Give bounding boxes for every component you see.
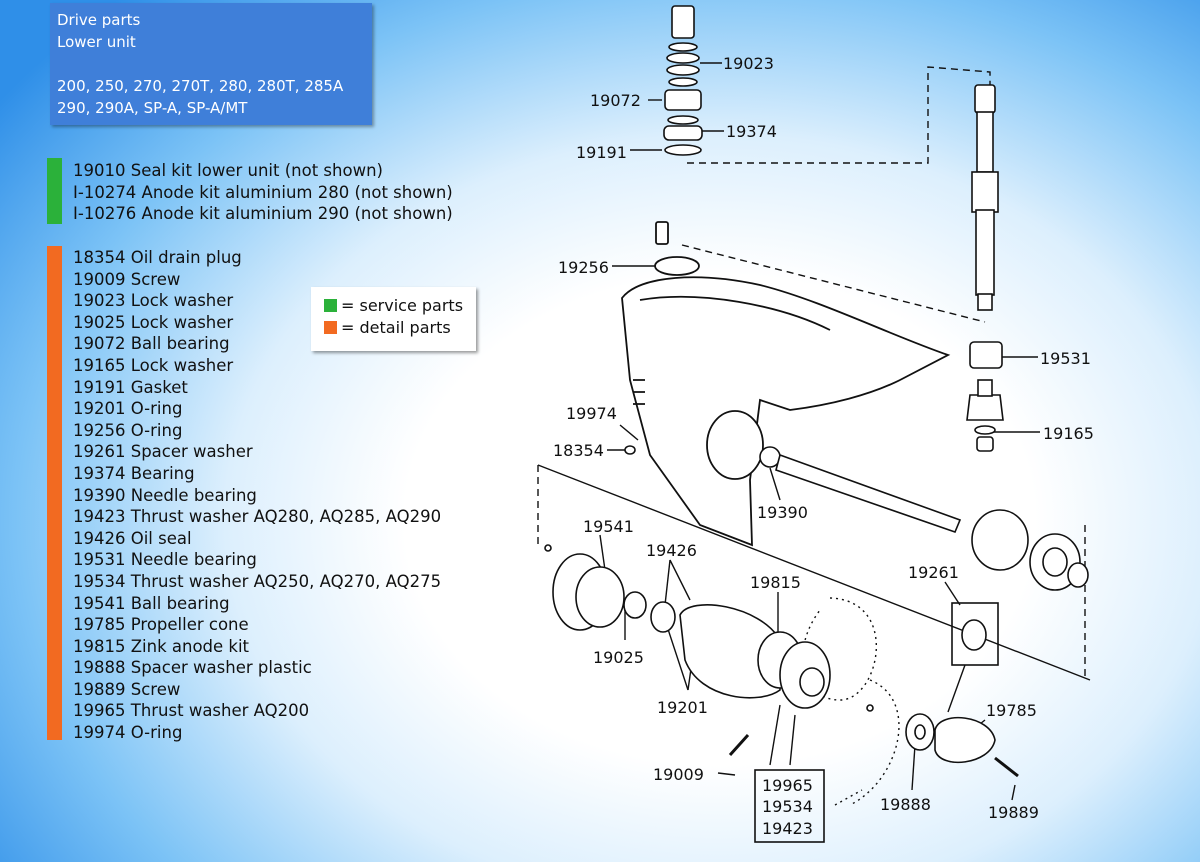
callout-19009: 19009 [653,765,704,784]
legend-box: = service parts = detail parts [311,287,476,351]
list-item: 19426 Oil seal [73,528,192,548]
list-item: 19974 O-ring [73,723,183,743]
callout-19201: 19201 [657,698,708,717]
list-item: I-10276 Anode kit aluminium 290 (not sho… [73,204,453,224]
detail-parts-list: 18354 Oil drain plug 19009 Screw 19023 L… [73,247,441,744]
top-stack-parts [663,5,703,156]
list-item: 19541 Ball bearing [73,593,230,613]
callout-19965: 19965 [762,776,813,795]
header-models-1: 200, 250, 270, 270T, 280, 280T, 285A [57,77,344,95]
callout-19256: 19256 [558,258,609,277]
list-item: 19888 Spacer washer plastic [73,658,312,678]
callout-labels: 19023 19072 19374 19191 19256 19531 1916… [553,54,1094,838]
detail-swatch [324,321,337,334]
list-item: 19531 Needle bearing [73,550,257,570]
list-item: 19165 Lock washer [73,355,234,375]
callout-19785: 19785 [986,701,1037,720]
list-item: 19785 Propeller cone [73,615,249,635]
service-parts-list: 19010 Seal kit lower unit (not shown) I-… [73,160,453,225]
service-parts-bar [47,158,62,224]
callout-19423: 19423 [762,819,813,838]
list-item: 19390 Needle bearing [73,485,257,505]
callout-19888: 19888 [880,795,931,814]
list-item: 19072 Ball bearing [73,334,230,354]
callout-19815: 19815 [750,573,801,592]
callout-19974: 19974 [566,404,617,423]
list-item: 19534 Thrust washer AQ250, AQ270, AQ275 [73,571,442,591]
list-item: 19256 O-ring [73,420,183,440]
propeller-shaft [624,445,1089,591]
callout-19025: 19025 [593,648,644,667]
callout-19531: 19531 [1040,349,1091,368]
vertical-shaft [966,84,1004,452]
callout-19534: 19534 [762,797,813,816]
callout-19426: 19426 [646,541,697,560]
gearcase-housing [621,221,951,547]
legend-service-label: = service parts [341,296,464,315]
list-item: 19010 Seal kit lower unit (not shown) [73,161,383,180]
list-item: 19009 Screw [73,269,181,289]
list-item: 19023 Lock washer [73,291,234,311]
callout-19191: 19191 [576,143,627,162]
callout-19261: 19261 [908,563,959,582]
list-item: 19025 Lock washer [73,312,234,332]
list-item: 19889 Screw [73,679,181,699]
callout-19072: 19072 [590,91,641,110]
callout-19165: 19165 [1043,424,1094,443]
callout-19390: 19390 [757,503,808,522]
header-subtitle: Lower unit [57,33,136,51]
list-item: 19374 Bearing [73,463,195,483]
list-item: 19201 O-ring [73,399,183,419]
list-item: 18354 Oil drain plug [73,248,242,267]
list-item: 19965 Thrust washer AQ200 [73,701,310,721]
callout-19541: 19541 [583,517,634,536]
callout-19374: 19374 [726,122,777,141]
detail-parts-bar [47,246,62,740]
service-swatch [324,299,337,312]
list-item: 19423 Thrust washer AQ280, AQ285, AQ290 [73,507,442,527]
header-title: Drive parts [57,11,141,29]
callout-18354: 18354 [553,441,604,460]
callout-19023: 19023 [723,54,774,73]
legend-detail-label: = detail parts [341,318,451,337]
list-item: 19191 Gasket [73,377,188,397]
list-item: 19261 Spacer washer [73,442,253,462]
bearing-carrier [544,544,1019,843]
header-models-2: 290, 290A, SP-A, SP-A/MT [57,99,248,117]
callout-19889: 19889 [988,803,1039,822]
list-item: I-10274 Anode kit aluminium 280 (not sho… [73,182,453,202]
header-box: Drive parts Lower unit 200, 250, 270, 27… [50,3,372,125]
list-item: 19815 Zink anode kit [73,636,250,656]
